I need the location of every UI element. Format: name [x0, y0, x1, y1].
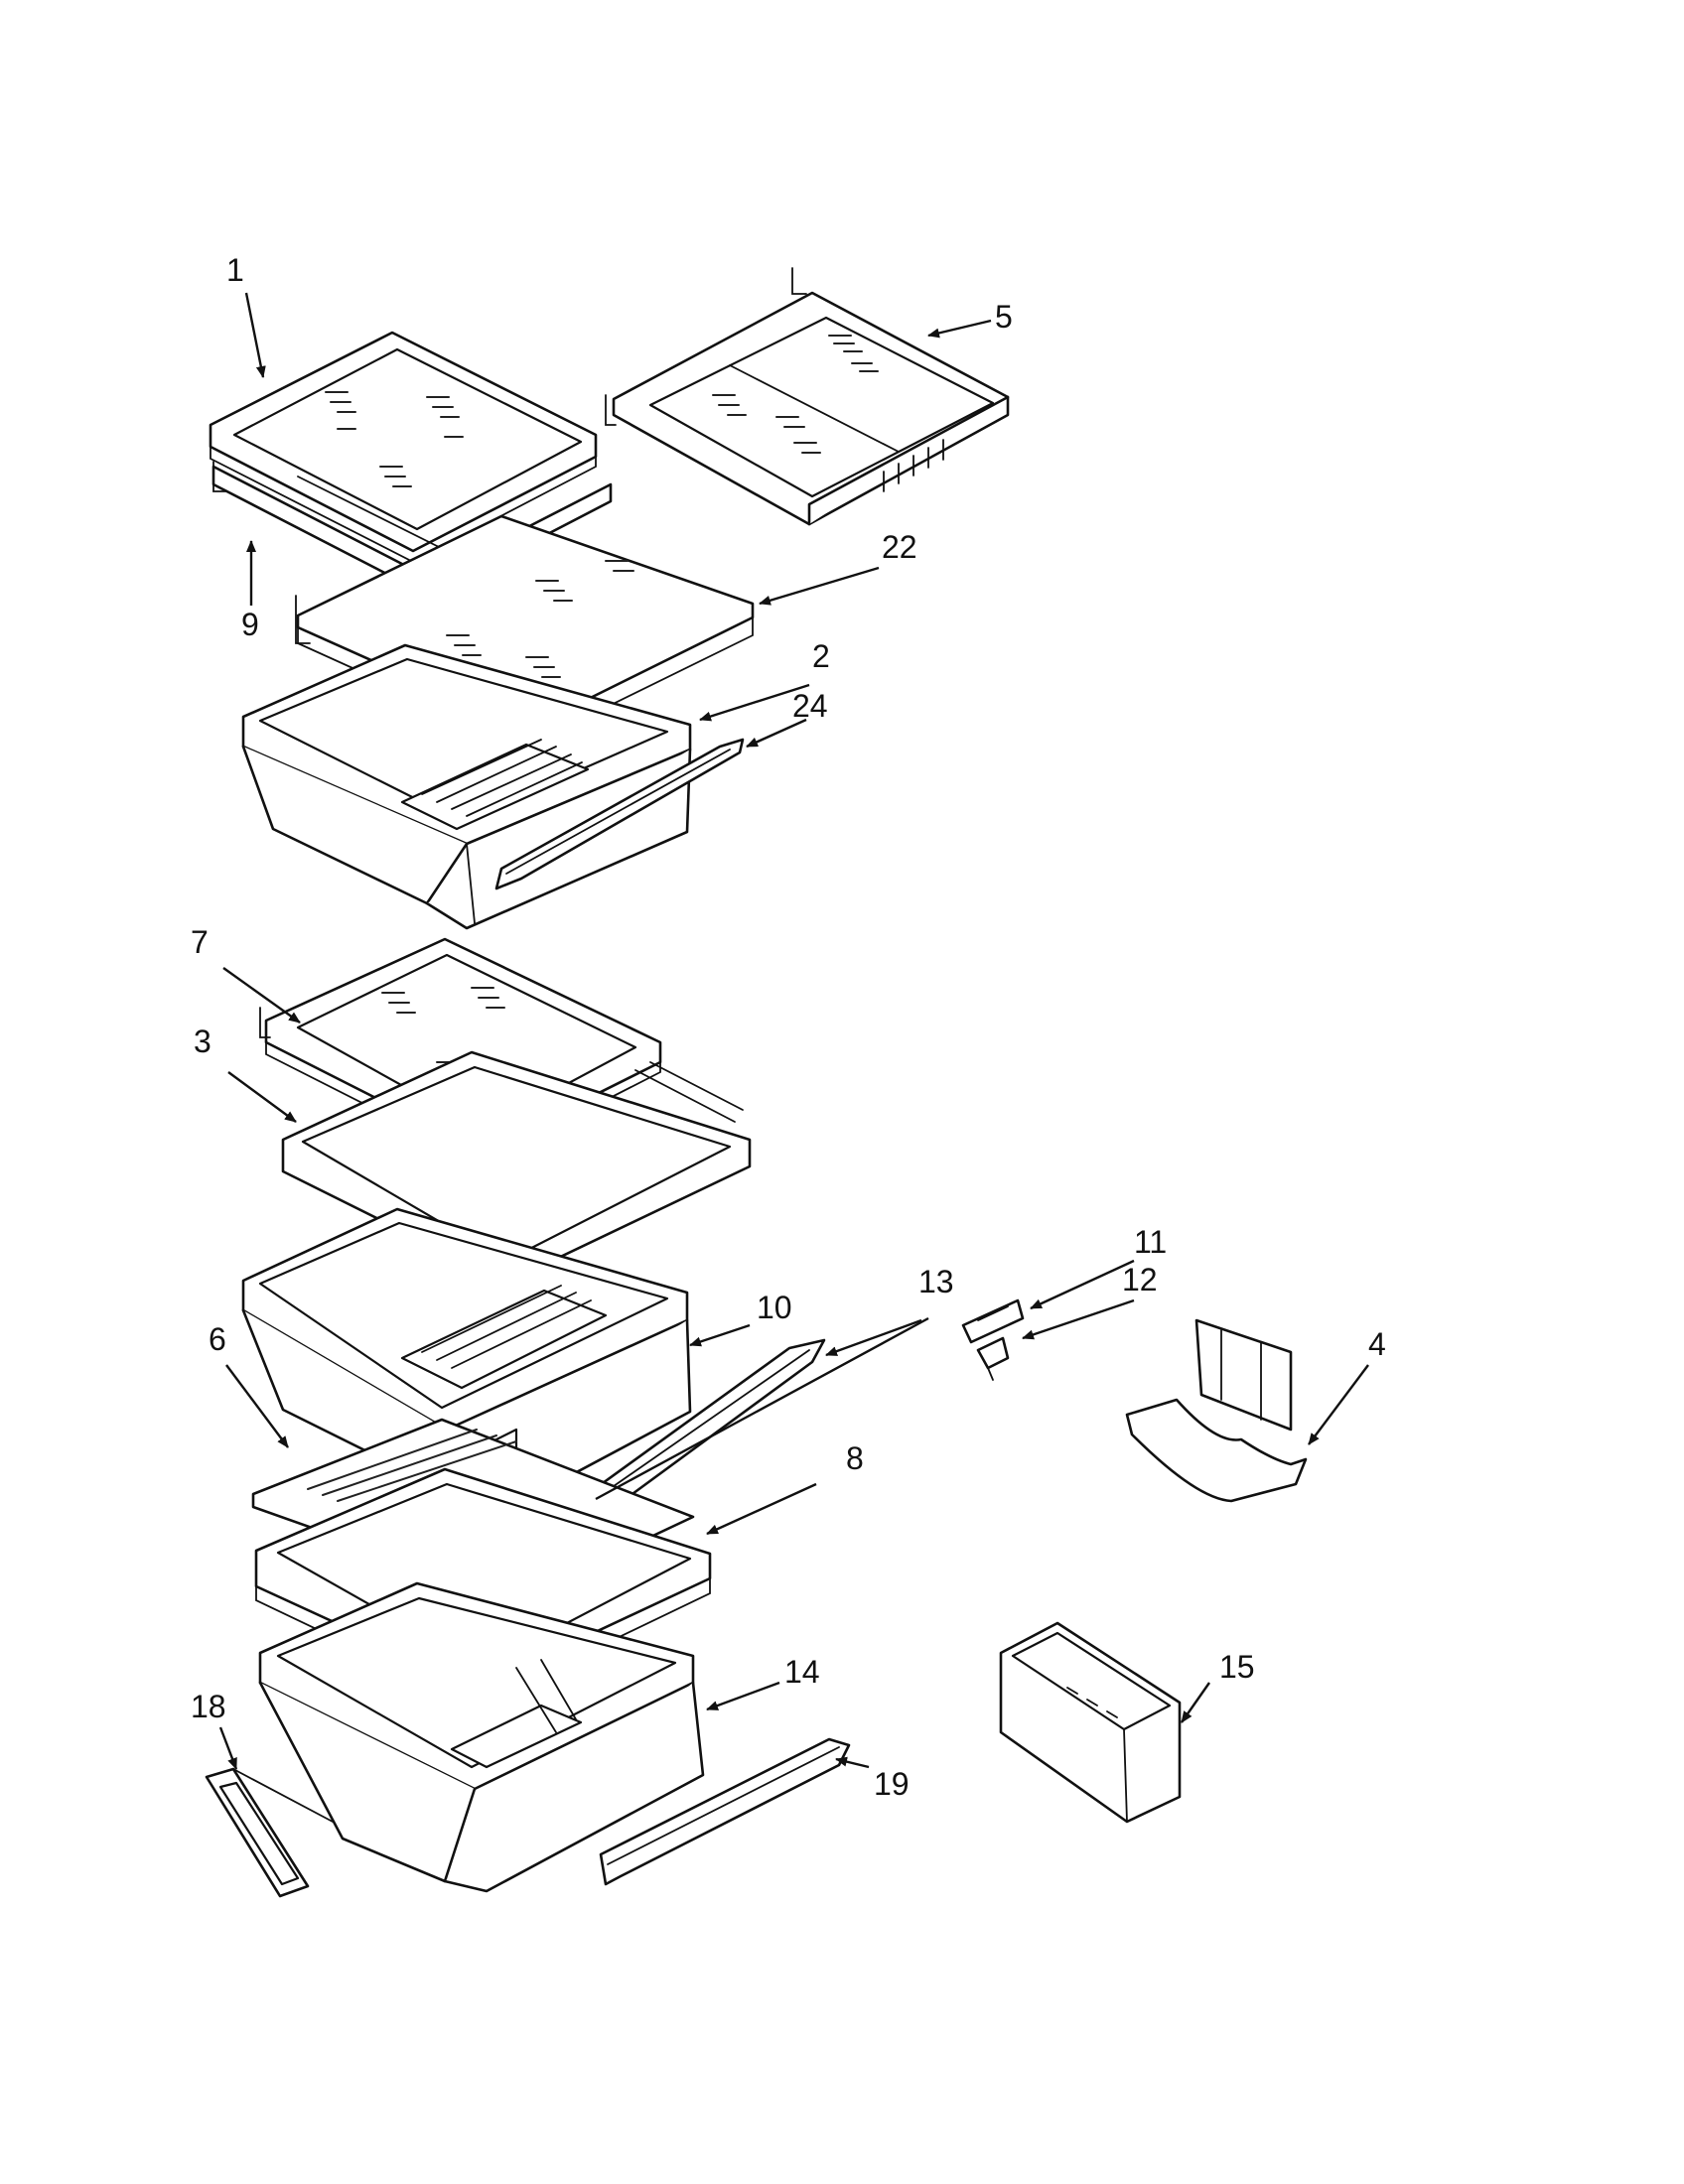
part-12-clip	[976, 1336, 1010, 1381]
part-15-bin	[999, 1621, 1182, 1824]
callout-24: 24	[792, 688, 828, 724]
part-2-crisper-drawer	[241, 643, 692, 930]
leader-10	[689, 1323, 751, 1347]
leader-6	[225, 1364, 289, 1448]
leader-lines	[218, 292, 1369, 1770]
callout-2: 2	[812, 638, 830, 674]
callout-8: 8	[846, 1440, 864, 1476]
leader-22	[759, 566, 880, 606]
callout-10: 10	[757, 1290, 792, 1325]
part-18-panel	[205, 1767, 334, 1898]
callout-15: 15	[1219, 1649, 1255, 1685]
leader-19	[835, 1756, 870, 1769]
callout-11: 11	[1134, 1224, 1167, 1260]
callout-4: 4	[1368, 1326, 1386, 1362]
callout-14: 14	[784, 1654, 820, 1690]
part-1-shelf	[209, 331, 598, 564]
callout-5: 5	[995, 299, 1013, 335]
part-11-clip	[961, 1298, 1025, 1344]
leader-13-extension	[595, 1316, 929, 1501]
leader-12	[1022, 1298, 1135, 1340]
leader-7	[222, 967, 301, 1024]
leader-4	[1308, 1364, 1369, 1445]
leader-11	[1030, 1259, 1135, 1310]
callout-9: 9	[241, 607, 259, 642]
callout-18: 18	[191, 1689, 226, 1724]
leader-15	[1181, 1682, 1210, 1723]
part-4-bracket	[1125, 1318, 1308, 1503]
callout-3: 3	[194, 1024, 211, 1059]
part-14-crisper-drawer	[258, 1581, 705, 1893]
callout-labels: 1 5 9 22 2 24 7 3 10 13 11 12 4 6 8 14 1…	[191, 252, 1386, 1802]
leader-5	[927, 319, 992, 339]
callout-1: 1	[226, 252, 244, 288]
leader-18	[218, 1726, 238, 1770]
callout-19: 19	[874, 1766, 910, 1802]
leader-14	[706, 1681, 780, 1711]
leader-3	[227, 1071, 297, 1123]
part-5-split-shelf	[605, 267, 1010, 526]
leader-13	[825, 1318, 922, 1357]
callout-6: 6	[209, 1321, 226, 1357]
callout-12: 12	[1122, 1262, 1158, 1297]
callout-22: 22	[882, 529, 917, 565]
part-24-trim-cover	[494, 738, 745, 890]
callout-7: 7	[191, 924, 209, 960]
leader-24	[746, 718, 807, 749]
leader-8	[706, 1482, 817, 1536]
leader-2	[699, 683, 810, 722]
callout-13: 13	[918, 1264, 954, 1299]
leader-1	[244, 292, 266, 378]
